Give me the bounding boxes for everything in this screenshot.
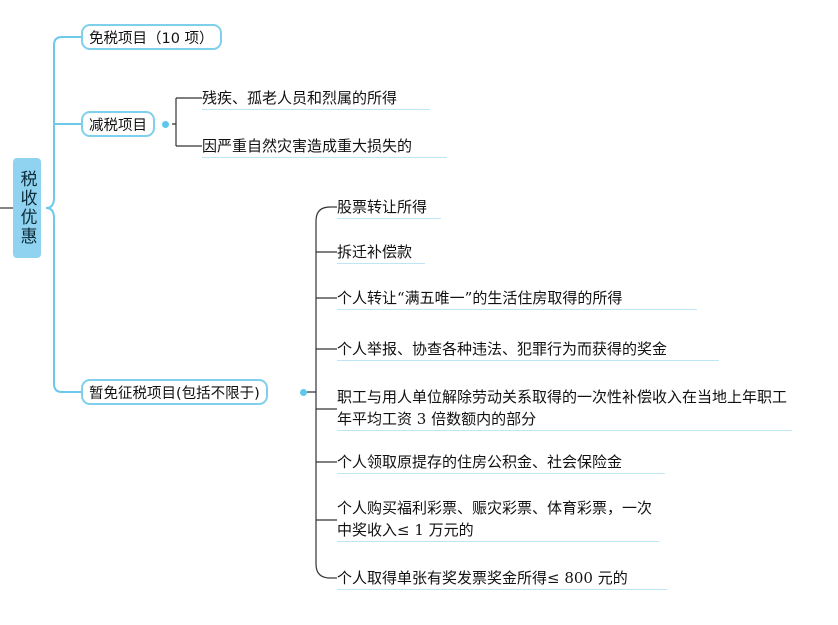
exempt-item-3: 个人转让“满五唯一”的生活住房取得的所得 — [337, 287, 697, 310]
exempt-bracket — [307, 206, 331, 579]
root-brace — [45, 36, 63, 393]
collapse-dot-reduction[interactable] — [162, 121, 169, 128]
category-tax-free: 免税项目（10 项） — [81, 24, 222, 50]
exempt-item-8: 个人取得单张有奖发票奖金所得≤ 800 元的 — [337, 567, 667, 590]
exempt-item-6: 个人领取原提存的住房公积金、社会保险金 — [337, 451, 665, 474]
exempt-item-2: 拆迁补偿款 — [337, 241, 425, 264]
exempt-item-4: 个人举报、协查各种违法、犯罪行为而获得的奖金 — [337, 338, 719, 361]
category-tax-reduction: 减税项目 — [81, 111, 155, 137]
reduction-item-1: 残疾、孤老人员和烈属的所得 — [202, 87, 430, 110]
root-node: 税收优惠 — [13, 158, 41, 258]
collapse-dot-exemption[interactable] — [300, 389, 307, 396]
exempt-item-7: 个人购买福利彩票、赈灾彩票、体育彩票，一次中奖收入≤ 1 万元的 — [337, 497, 659, 542]
reduce-bracket — [172, 97, 202, 147]
category-temporary-exemption: 暂免征税项目(包括不限于) — [81, 379, 268, 405]
exempt-item-5: 职工与用人单位解除劳动关系取得的一次性补偿收入在当地上年职工年平均工资 3 倍数… — [337, 386, 792, 431]
exempt-item-1: 股票转让所得 — [337, 196, 441, 219]
reduction-item-2: 因严重自然灾害造成重大损失的 — [202, 135, 447, 158]
